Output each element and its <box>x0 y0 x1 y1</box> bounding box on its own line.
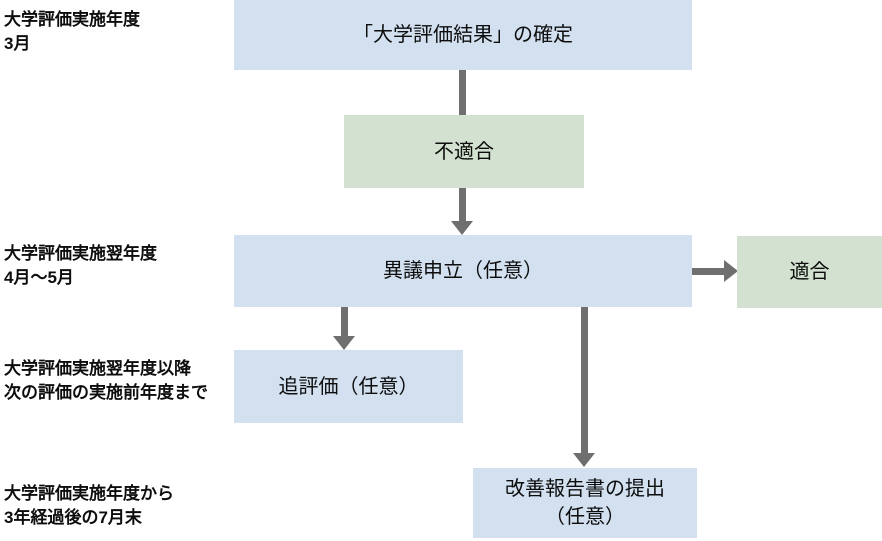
node-label: 適合 <box>789 261 830 283</box>
node-label: 不適合 <box>434 140 494 163</box>
timeline-label-line: 4月～5月 <box>4 268 74 287</box>
timeline-label-line: 3月 <box>4 34 31 53</box>
arrow-objection-to-report <box>581 307 588 453</box>
node-label: 追評価（任意） <box>278 375 419 398</box>
node-label: 異議申立（任意） <box>383 260 543 282</box>
arrow-objection-to-pass <box>692 268 724 275</box>
timeline-label-until-next-evaluation: 大学評価実施翌年度以降 次の評価の実施前年度まで <box>4 357 208 405</box>
node-nonconformity: 不適合 <box>344 115 584 188</box>
arrow-down-icon <box>333 336 355 350</box>
timeline-label-line: 次の評価の実施前年度まで <box>4 383 208 402</box>
timeline-label-line: 大学評価実施翌年度以降 <box>4 359 191 378</box>
arrow-objection-to-reevaluation <box>341 307 348 336</box>
node-label-line: （任意） <box>545 506 625 528</box>
node-improvement-report-submission: 改善報告書の提出 （任意） <box>473 468 697 538</box>
arrow-down-icon <box>451 221 473 235</box>
node-objection-filing: 異議申立（任意） <box>234 235 692 307</box>
node-label: 「大学評価結果」の確定 <box>353 24 573 46</box>
arrow-down-icon <box>573 453 595 467</box>
timeline-label-line: 大学評価実施年度 <box>4 10 140 29</box>
timeline-label-three-years-later: 大学評価実施年度から 3年経過後の7月末 <box>4 482 174 530</box>
timeline-label-line: 大学評価実施年度から <box>4 484 174 503</box>
timeline-label-line: 3年経過後の7月末 <box>4 508 142 527</box>
timeline-label-following-year: 大学評価実施翌年度 4月～5月 <box>4 242 157 290</box>
node-evaluation-result-confirmed: 「大学評価結果」の確定 <box>234 0 692 70</box>
node-label-line: 改善報告書の提出 <box>505 478 665 500</box>
node-follow-up-evaluation: 追評価（任意） <box>234 350 463 423</box>
node-conformity: 適合 <box>737 236 882 308</box>
arrow-right-icon <box>724 260 738 282</box>
timeline-label-evaluation-year: 大学評価実施年度 3月 <box>4 8 140 56</box>
timeline-label-line: 大学評価実施翌年度 <box>4 244 157 263</box>
